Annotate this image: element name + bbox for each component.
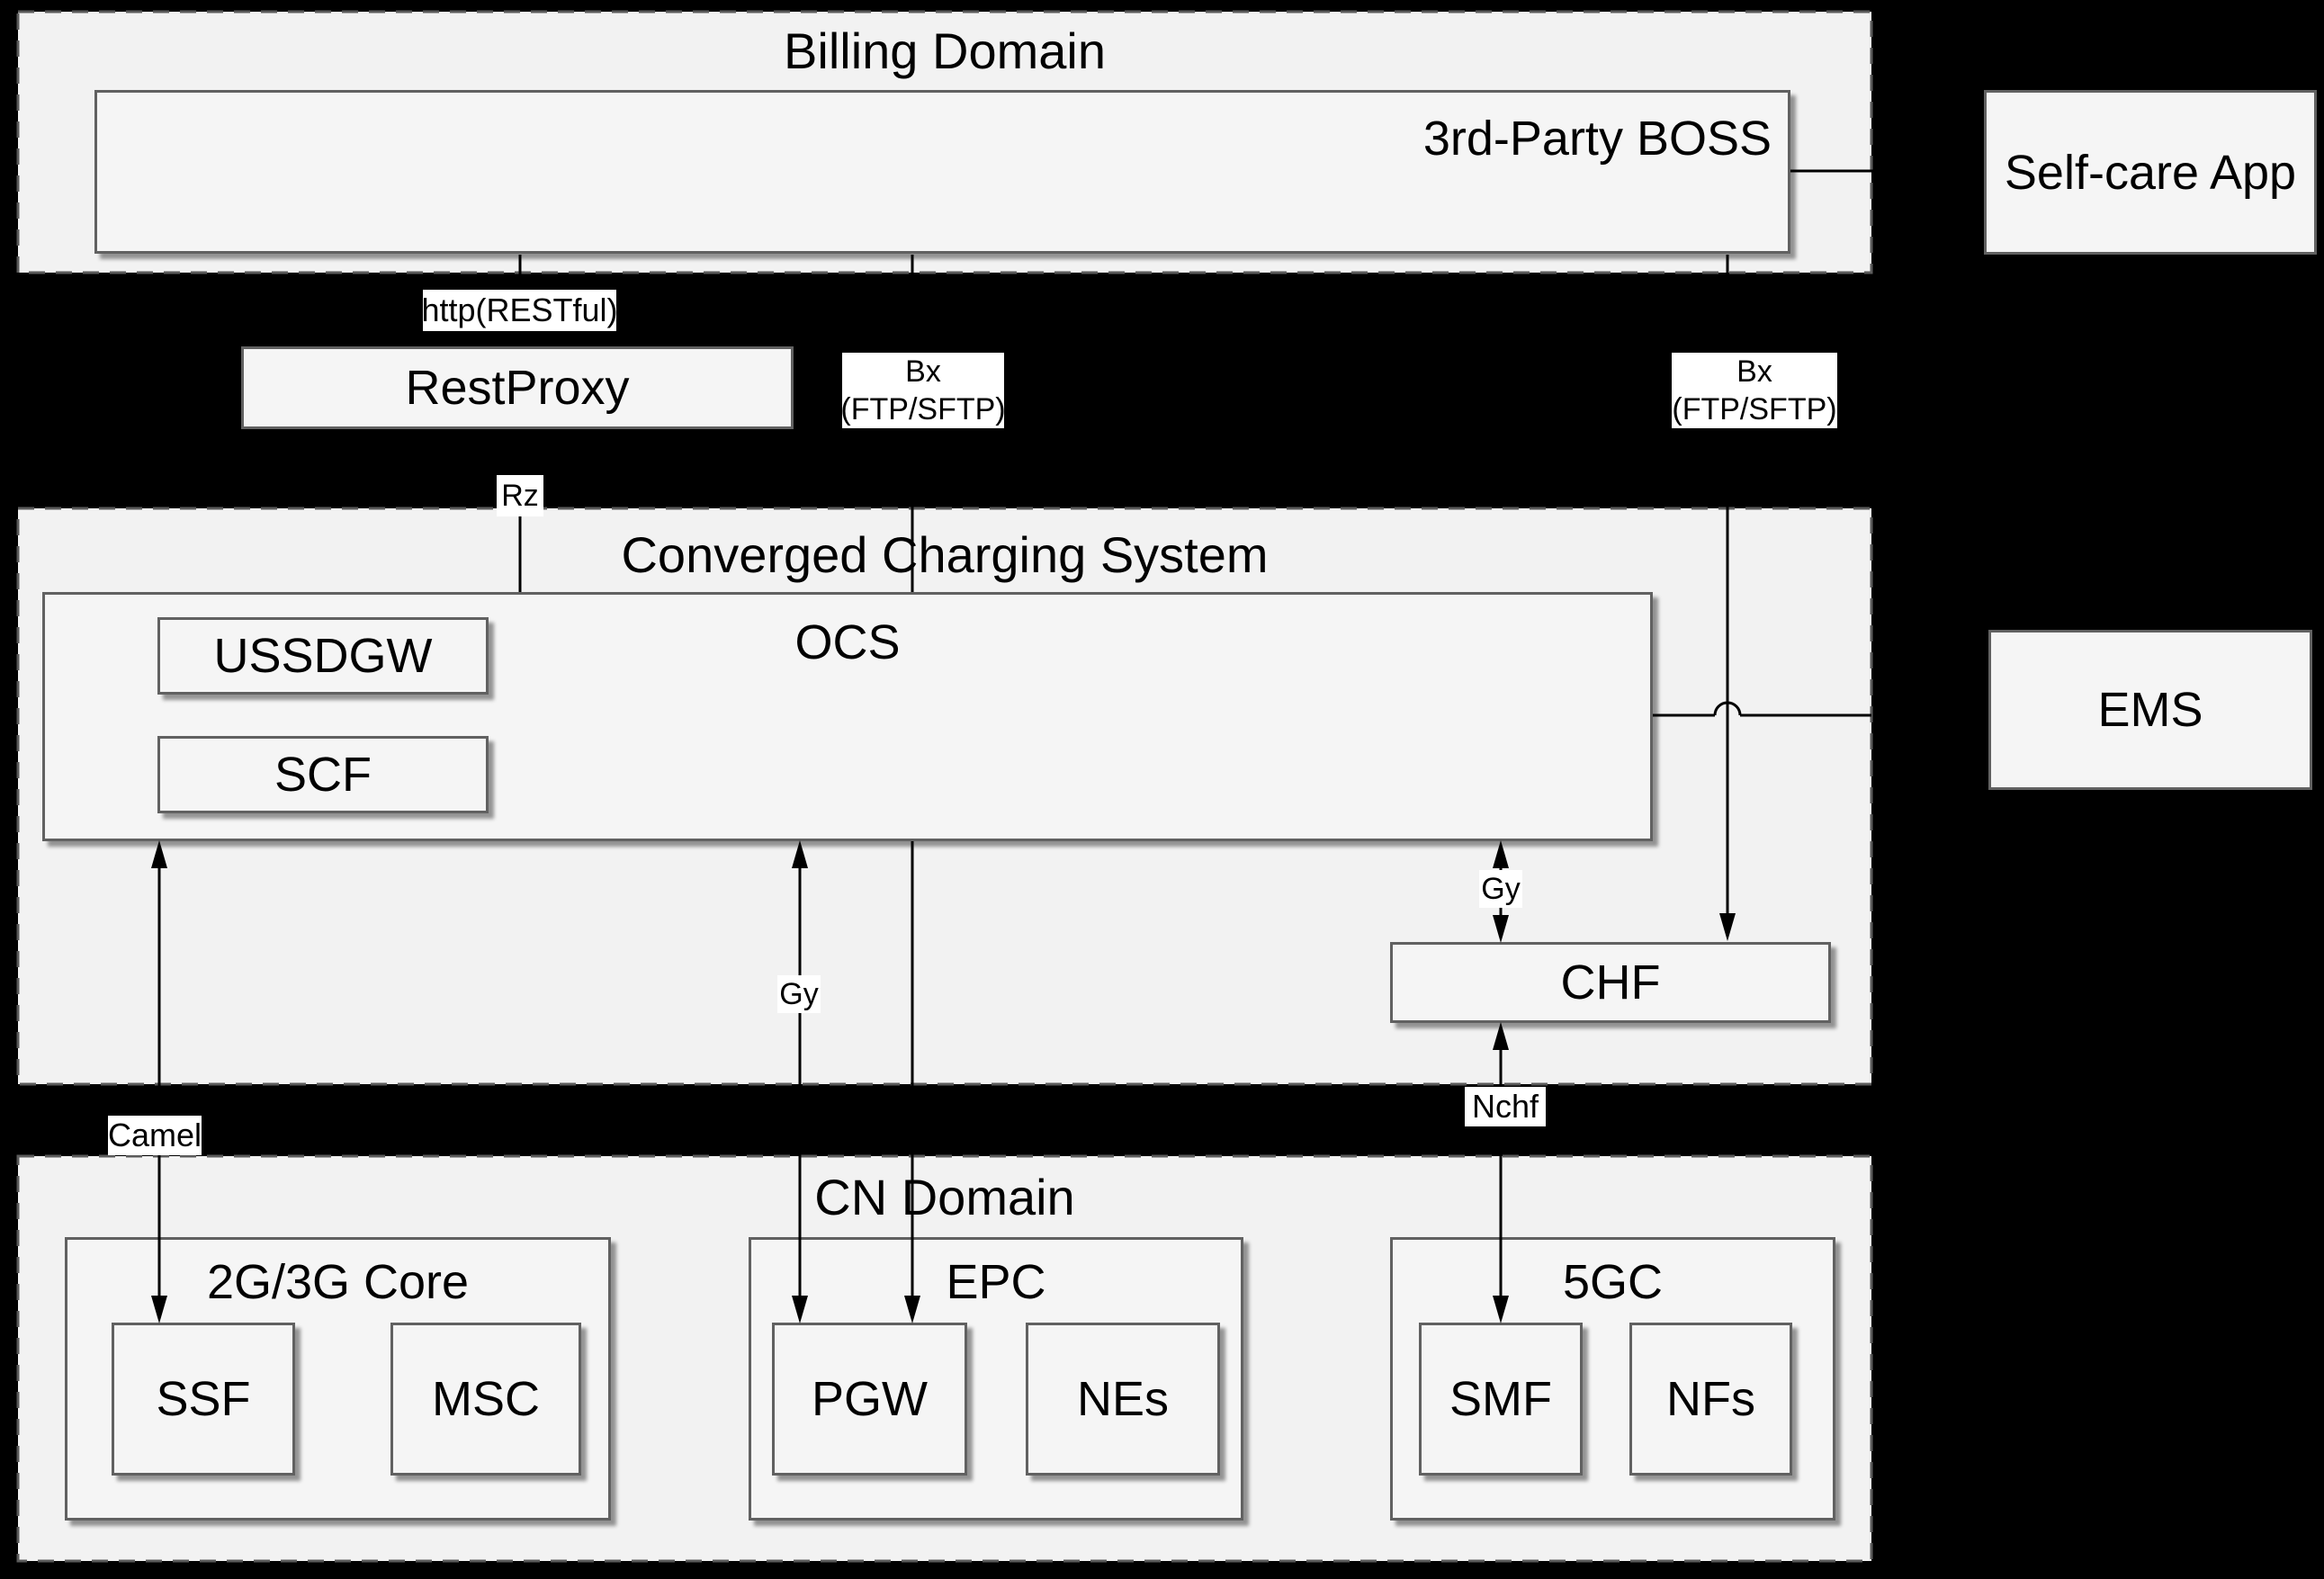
bx-left-text-line2: (FTP/SFTP) [840,392,1006,426]
bx-right-text-line2: (FTP/SFTP) [1672,392,1837,426]
gy-chf-text: Gy [1481,872,1521,906]
ocs-to-ems-line-hop [1713,701,1742,716]
camel-arrowhead-down [151,1296,167,1323]
ssf-label: SSF [156,1372,251,1426]
nfs-label: NFs [1666,1372,1755,1426]
fivegc-title: 5GC [1562,1255,1664,1309]
pgw-box: PGW [772,1323,967,1476]
cn-domain-title: CN Domain [814,1169,1075,1225]
gy-epc-arrowhead-up [792,840,808,868]
rest-proxy-box: RestProxy [241,346,794,429]
http-restful-label: http(RESTful) [421,290,618,331]
converged-charging-system-title: Converged Charging System [621,526,1269,583]
scf-label: SCF [274,748,372,802]
bx-left-text-line1: Bx [905,354,941,389]
third-party-boss-label: 3rd-Party BOSS [1422,112,1772,166]
gy-epc-arrowhead-down [792,1296,808,1323]
rest-proxy-label: RestProxy [405,361,630,415]
ocs-label: OCS [794,615,901,669]
gy-epc-text: Gy [779,977,819,1011]
ems-label: EMS [2097,683,2203,737]
billing-domain-dashed-border [16,10,1873,274]
ccs-dashed-border [16,507,1873,1086]
smf-label: SMF [1449,1372,1552,1426]
self-care-app-box: Self-care App [1984,90,2317,255]
camel-arrowhead-up [151,840,167,868]
nes-label: NEs [1076,1372,1169,1426]
bx-right-text-line1: Bx [1736,354,1772,389]
epc-title: EPC [946,1255,1046,1309]
self-care-app-label: Self-care App [2004,145,2297,200]
ssf-box: SSF [112,1323,295,1476]
nchf-arrowhead-down [1493,1296,1509,1323]
camel-label: Camel [108,1116,202,1155]
msc-box: MSC [390,1323,581,1476]
rz-label: Rz [497,475,543,516]
billing-domain-title: Billing Domain [784,22,1106,79]
third-party-boss-box: 3rd-Party BOSS [94,90,1790,254]
bx-right-label: Bx (FTP/SFTP) [1672,353,1837,428]
nchf-text: Nchf [1471,1088,1539,1125]
msc-label: MSC [432,1372,540,1426]
nchf-arrowhead-up [1493,1022,1509,1050]
core-2g3g-title: 2G/3G Core [206,1255,470,1309]
http-restful-text: http(RESTful) [421,292,618,328]
nes-box: NEs [1026,1323,1220,1476]
bx-left-arrowhead-pgw [904,1296,920,1323]
gy-chf-label: Gy [1479,870,1522,908]
gy-chf-arrowhead-down [1493,915,1509,943]
gy-chf-arrowhead-up [1493,840,1509,868]
gy-epc-label: Gy [777,975,821,1013]
nchf-label: Nchf [1465,1087,1546,1126]
scf-box: SCF [157,736,489,813]
camel-text: Camel [107,1117,202,1153]
pgw-label: PGW [812,1372,928,1426]
cn-domain-dashed-border [16,1154,1873,1563]
bx-right-arrowhead-chf [1719,913,1736,941]
ussdgw-label: USSDGW [213,629,433,683]
ussdgw-box: USSDGW [157,617,489,695]
smf-box: SMF [1419,1323,1583,1476]
rz-text: Rz [501,479,539,513]
nfs-box: NFs [1629,1323,1792,1476]
chf-box: CHF [1390,942,1831,1023]
ems-box: EMS [1988,630,2312,790]
bx-left-label: Bx (FTP/SFTP) [840,353,1006,428]
chf-label: CHF [1560,955,1661,1009]
